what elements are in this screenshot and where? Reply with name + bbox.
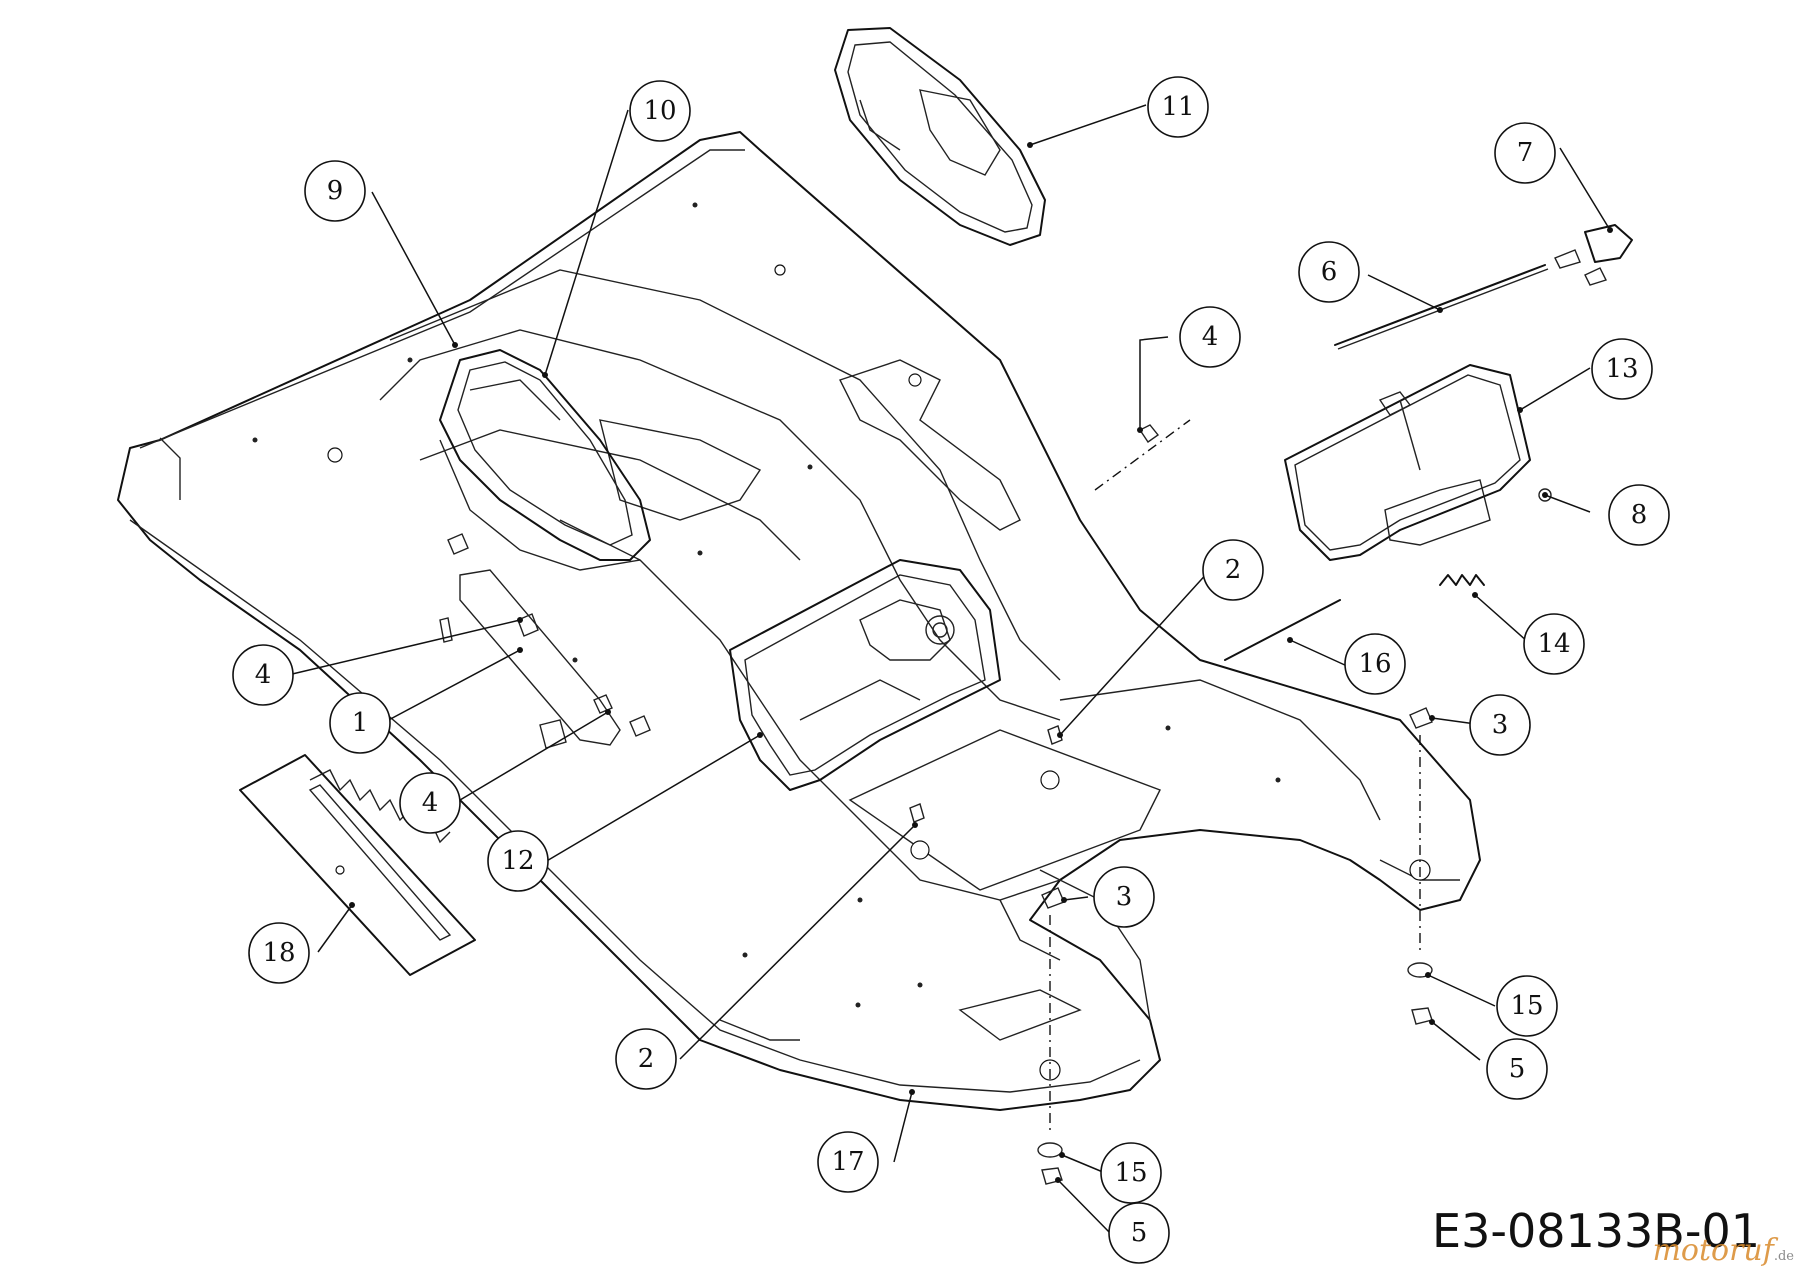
drawing-reference: E3-08133B-01	[1432, 1204, 1760, 1258]
callout-label: 9	[327, 176, 344, 206]
center-lines	[1049, 419, 1421, 1135]
rear-flap	[1284, 364, 1531, 561]
body-panel	[117, 131, 1481, 1111]
callout-14: 14	[1523, 613, 1585, 675]
callout-3-center: 3	[1093, 866, 1155, 928]
callout-4-left-upper: 4	[232, 644, 294, 706]
callout-label: 10	[643, 96, 676, 126]
rod-and-knob	[1334, 224, 1633, 350]
callout-2-left: 2	[615, 1028, 677, 1090]
callout-4-top: 4	[1179, 306, 1241, 368]
callout-label: 2	[1225, 555, 1242, 585]
callout-label: 14	[1537, 629, 1570, 659]
callout-label: 17	[831, 1147, 864, 1177]
callout-12: 12	[487, 830, 549, 892]
callout-7: 7	[1494, 122, 1556, 184]
console-housing	[729, 559, 1001, 791]
watermark-tld: .de	[1773, 1249, 1794, 1264]
callout-2-right: 2	[1202, 539, 1264, 601]
callout-label: 13	[1605, 354, 1638, 384]
callout-11: 11	[1147, 76, 1209, 138]
callout-5-bottom: 5	[1108, 1202, 1170, 1264]
callout-label: 7	[1517, 138, 1534, 168]
spring	[1439, 574, 1485, 586]
steering-console	[439, 349, 651, 571]
callout-18: 18	[248, 922, 310, 984]
rod-16	[1224, 599, 1341, 661]
callout-5-right: 5	[1486, 1038, 1548, 1100]
callout-label: 1	[352, 708, 369, 738]
callout-8: 8	[1608, 484, 1670, 546]
arrowheads	[349, 142, 1613, 1183]
adjust-cover	[834, 27, 1046, 246]
callout-15-bottom: 15	[1100, 1142, 1162, 1204]
callout-label: 4	[422, 788, 439, 818]
callout-label: 15	[1114, 1158, 1147, 1188]
slot-plate	[439, 569, 621, 749]
callout-6: 6	[1298, 241, 1360, 303]
callout-17: 17	[817, 1131, 879, 1193]
watermark: motoruf.de	[1652, 1233, 1794, 1268]
callout-label: 12	[501, 846, 534, 876]
callout-9: 9	[304, 160, 366, 222]
callout-16: 16	[1344, 633, 1406, 695]
leader-lines	[287, 104, 1611, 1236]
callout-label: 3	[1116, 882, 1133, 912]
callout-label: 3	[1492, 710, 1509, 740]
callout-13: 13	[1591, 338, 1653, 400]
callout-label: 11	[1161, 92, 1194, 122]
callout-4-left-lower: 4	[399, 772, 461, 834]
callout-label: 5	[1509, 1054, 1526, 1084]
callout-label: 6	[1321, 257, 1338, 287]
callout-label: 4	[1202, 322, 1219, 352]
callout-label: 5	[1131, 1218, 1148, 1248]
callout-15-right: 15	[1496, 975, 1558, 1037]
callout-3-right: 3	[1469, 694, 1531, 756]
callout-label: 15	[1510, 991, 1543, 1021]
callout-1: 1	[329, 692, 391, 754]
callout-label: 18	[262, 938, 295, 968]
callout-label: 16	[1358, 649, 1391, 679]
callout-label: 2	[638, 1044, 655, 1074]
watermark-name: motoruf	[1652, 1233, 1774, 1268]
callout-label: 4	[255, 660, 272, 690]
callout-label: 8	[1631, 500, 1648, 530]
callout-10: 10	[629, 80, 691, 142]
